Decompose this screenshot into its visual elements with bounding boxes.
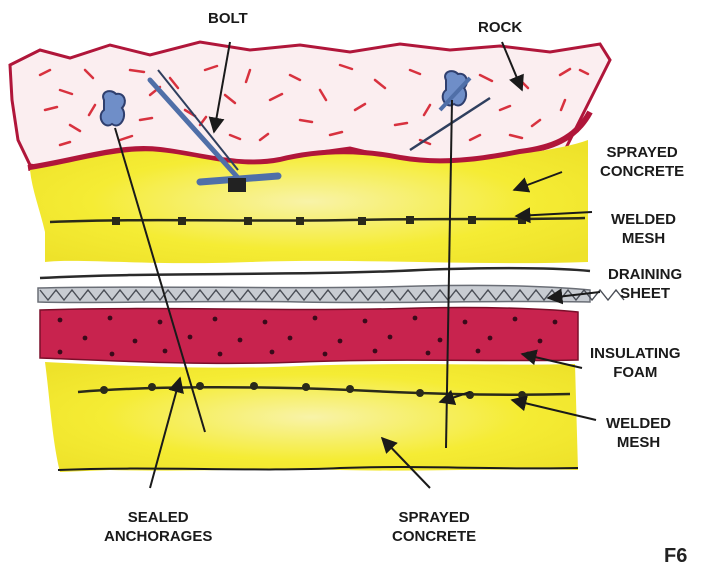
draining-sheet-top-line [40, 268, 590, 278]
rock-label: ROCK [478, 18, 522, 37]
sprayed-concrete-upper-layer [30, 140, 588, 263]
sprayed-concrete-lower-layer [45, 362, 578, 472]
insulating-foam-layer [40, 307, 578, 363]
figure-id: F6 [664, 545, 687, 568]
bolt-label: BOLT [208, 9, 248, 28]
